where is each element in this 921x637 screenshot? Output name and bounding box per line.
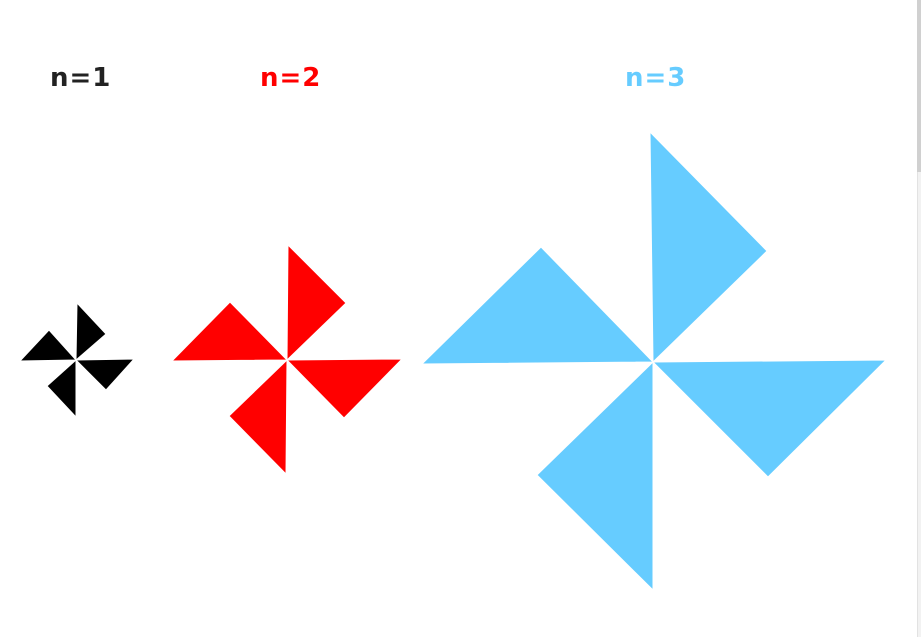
pinwheel-n1-blade-4 — [46, 359, 77, 418]
scrollbar-track[interactable] — [917, 0, 921, 637]
pinwheel-n1-blade-2 — [75, 302, 107, 361]
pinwheel-n2-blade-4 — [228, 359, 288, 475]
label-n1: n=1 — [50, 63, 112, 93]
scrollbar-thumb[interactable] — [917, 0, 921, 172]
pinwheel-n3-blade-1 — [421, 246, 654, 365]
pinwheel-n1-blade-3 — [75, 358, 135, 391]
pinwheel-n1-blade-1 — [19, 329, 77, 362]
pinwheel-n3 — [421, 131, 887, 591]
pinwheel-n3-blade-2 — [649, 131, 768, 363]
pinwheel-n1 — [19, 302, 135, 418]
pinwheel-n2-blade-2 — [286, 244, 347, 361]
pinwheel-n3-blade-3 — [652, 359, 887, 478]
label-n2: n=2 — [260, 63, 322, 93]
label-n3: n=3 — [625, 63, 687, 93]
pinwheel-n2-blade-3 — [286, 358, 403, 419]
pinwheel-n3-blade-4 — [536, 361, 654, 591]
pinwheel-n2 — [171, 244, 403, 475]
pinwheel-n2-blade-1 — [171, 301, 288, 362]
